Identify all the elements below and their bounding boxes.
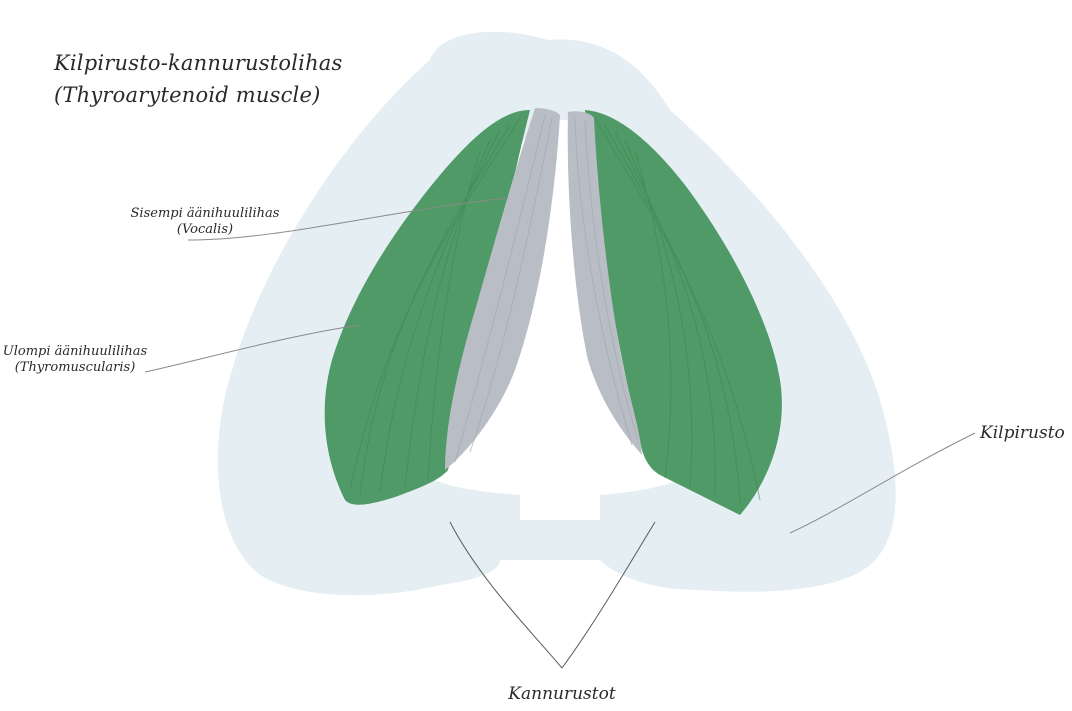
right-arytenoid-shape <box>614 504 740 557</box>
title-line-2: (Thyroarytenoid muscle) <box>54 82 343 108</box>
title-line-1: Kilpirusto-kannurustolihas <box>54 50 343 76</box>
thyromuscularis-label-line-2: (Thyromuscularis) <box>3 360 147 376</box>
diagram-title: Kilpirusto-kannurustolihas (Thyroaryteno… <box>54 50 343 115</box>
vocalis-label: Sisempi äänihuulilihas (Vocalis) <box>131 206 280 239</box>
vocalis-label-line-1: Sisempi äänihuulilihas <box>131 206 280 222</box>
vocalis-label-line-2: (Vocalis) <box>131 222 280 238</box>
arytenoid-cartilages-label: Kannurustot <box>508 684 615 705</box>
thyromuscularis-label-line-1: Ulompi äänihuulilihas <box>3 344 147 360</box>
thyroid-cartilage-label: Kilpirusto <box>980 423 1065 444</box>
thyromuscularis-label: Ulompi äänihuulilihas (Thyromuscularis) <box>3 344 147 377</box>
